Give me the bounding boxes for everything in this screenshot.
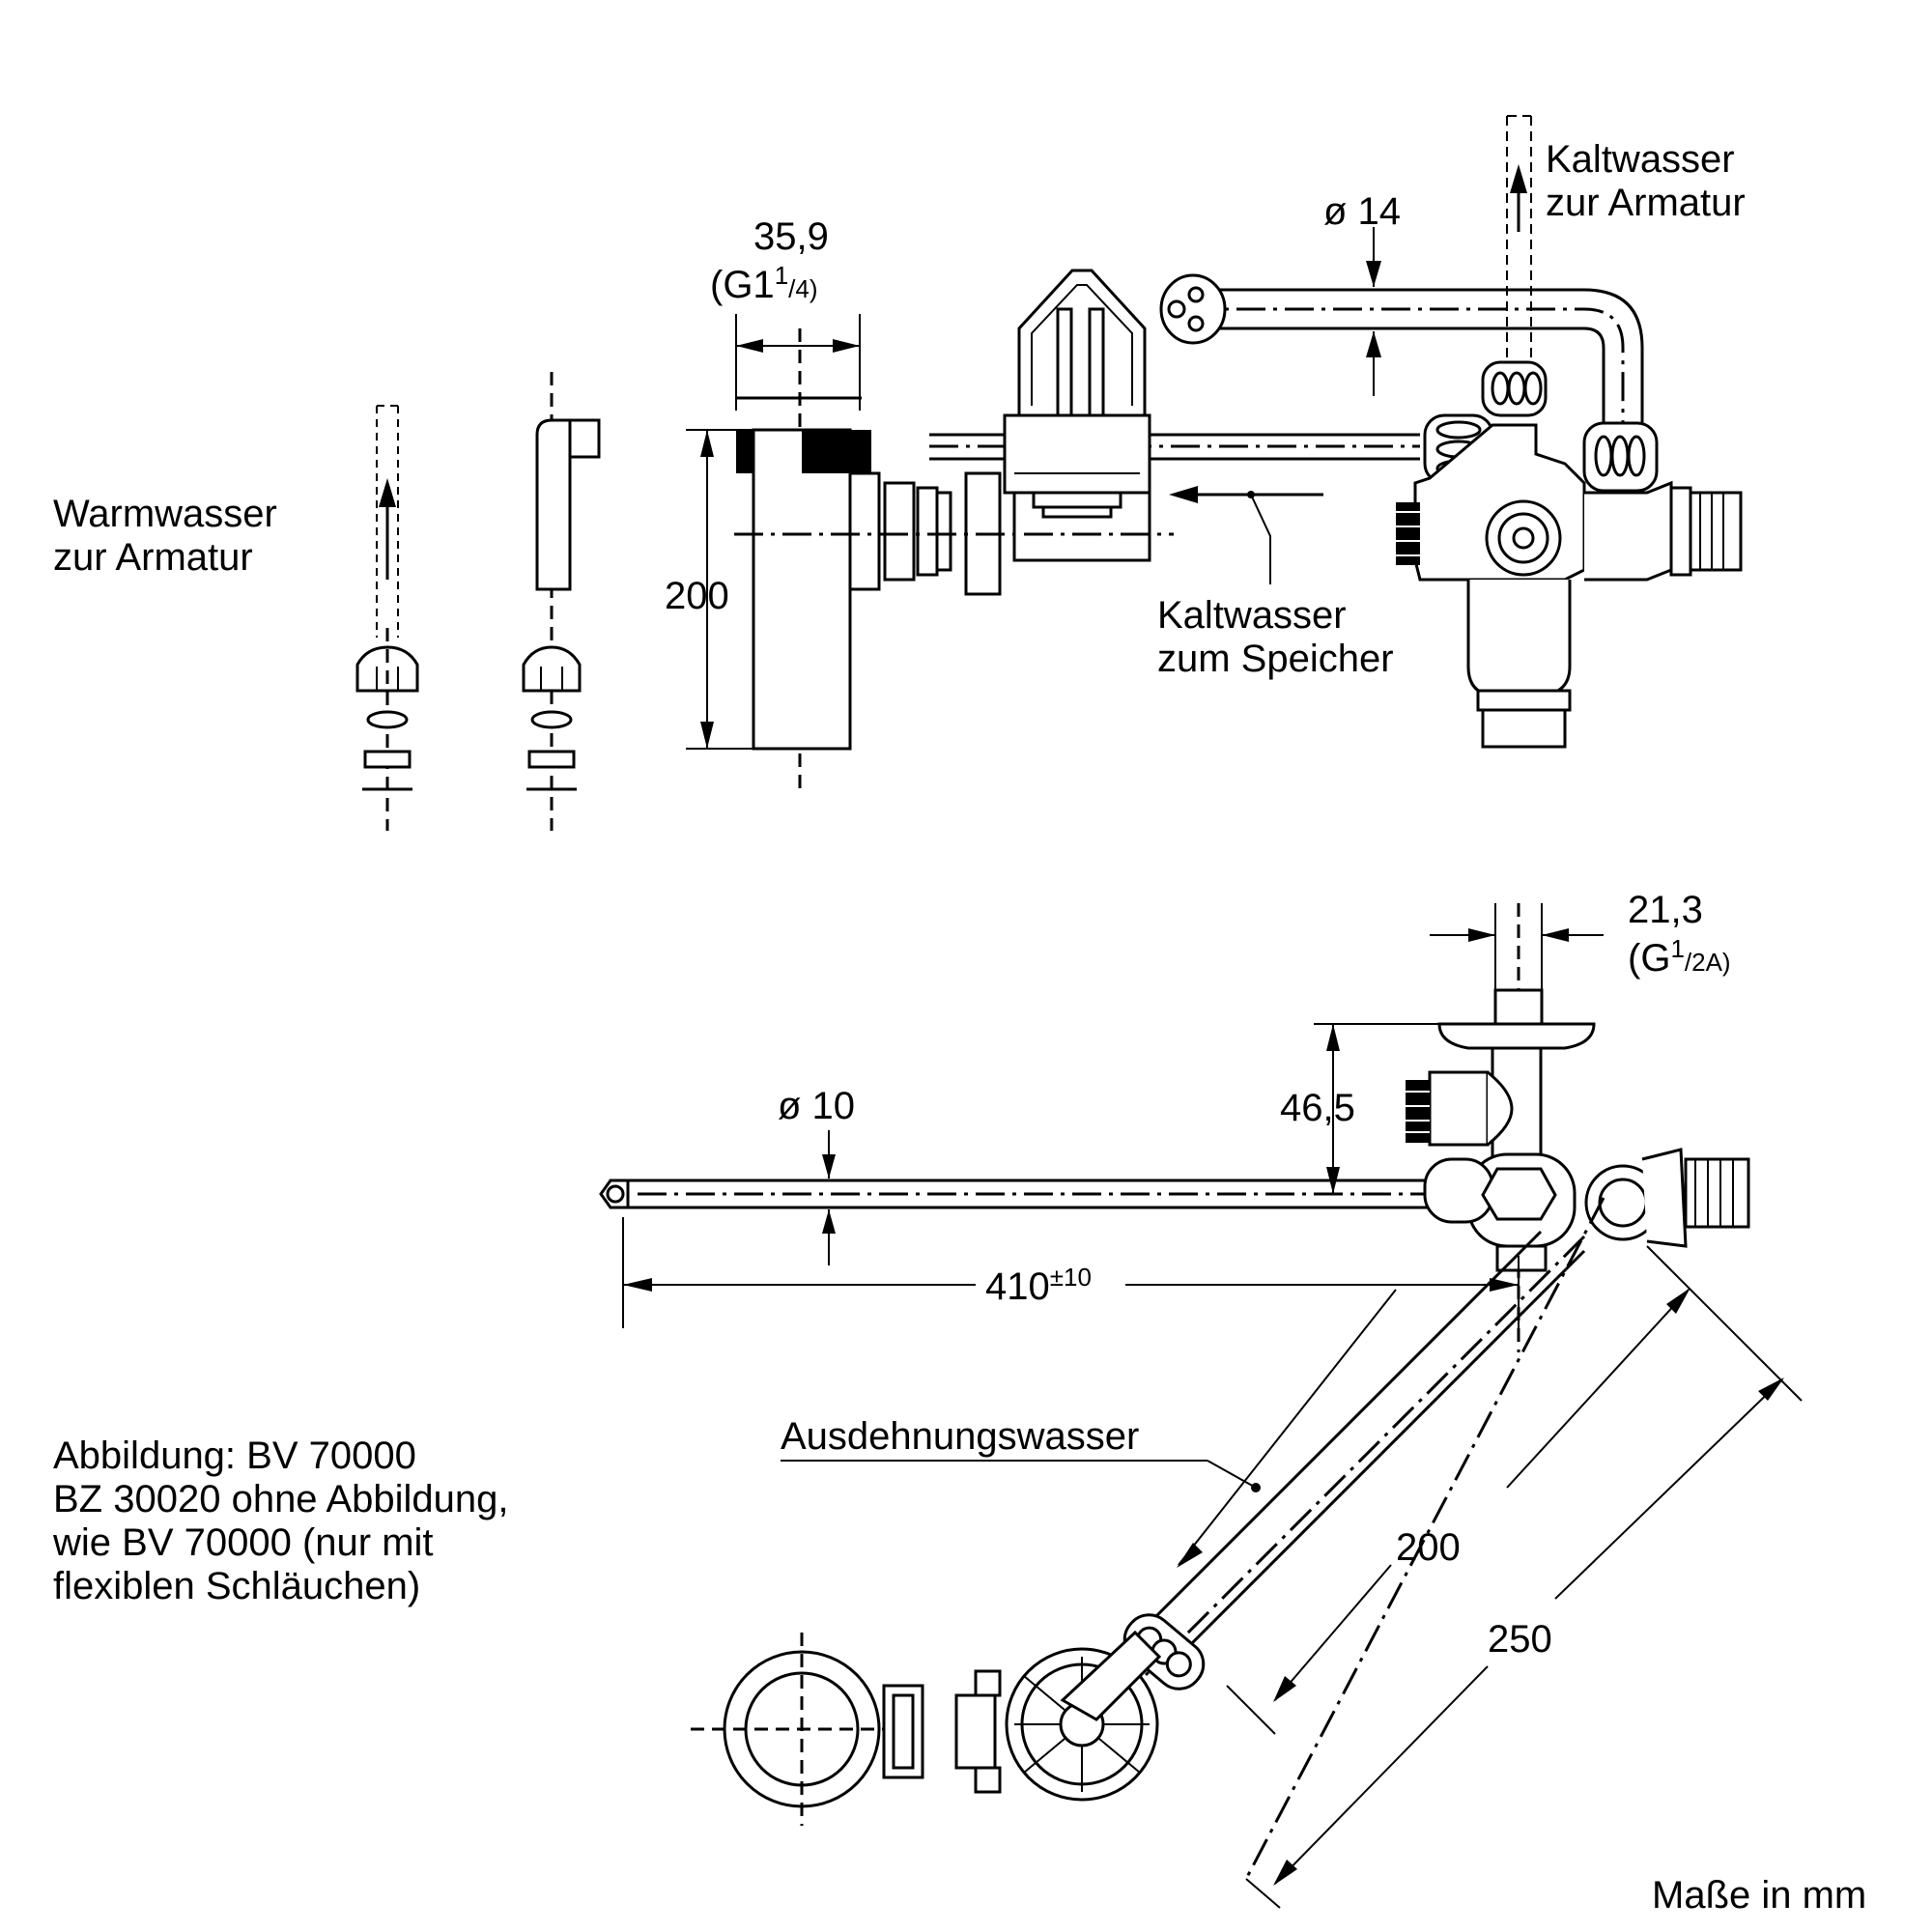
dimension-200-vertical xyxy=(686,429,753,750)
valve-lower-body xyxy=(1466,580,1572,697)
dim-label-250: 250 xyxy=(1488,1618,1552,1661)
dimension-d14 xyxy=(1366,227,1381,396)
flow-arrow-icon xyxy=(1510,164,1527,193)
dim-label-d10: ø 10 xyxy=(778,1085,855,1127)
hex-nut xyxy=(1481,1167,1557,1221)
siphon-drain xyxy=(734,328,1063,792)
note-line-2: BZ 30020 ohne Abbildung, xyxy=(53,1478,509,1520)
dimension-200-diagonal xyxy=(1226,1245,1803,1735)
seal-ring xyxy=(363,750,412,769)
union-nut xyxy=(355,645,419,693)
dim-label-21-3: 21,3 xyxy=(1628,889,1703,931)
dimension-21-3 xyxy=(1430,903,1604,956)
dim-label-g1-2a: (G1/2A) xyxy=(1628,934,1731,980)
flow-arrow-icon xyxy=(379,478,396,507)
union-nut xyxy=(522,645,582,693)
dim-label-46-5: 46,5 xyxy=(1280,1087,1355,1129)
units-label: Maße in mm xyxy=(1652,1874,1866,1917)
label-kaltwasser-speicher-1: Kaltwasser xyxy=(1157,594,1347,637)
rosette xyxy=(1437,1022,1596,1050)
label-kaltwasser-armatur-1: Kaltwasser xyxy=(1546,138,1735,181)
label-kaltwasser-armatur-2: zur Armatur xyxy=(1546,182,1746,224)
warm-water-fittings xyxy=(355,372,601,831)
dimension-35-9 xyxy=(735,314,861,411)
note-line-3: wie BV 70000 (nur mit xyxy=(52,1521,434,1564)
pipe-elbow-nut xyxy=(1159,273,1227,345)
label-ausdehnungswasser: Ausdehnungswasser xyxy=(781,1415,1139,1458)
kaltwasser-speicher-arrow xyxy=(1169,486,1323,584)
dim-label-35-9: 35,9 xyxy=(753,215,829,258)
dimension-410 xyxy=(622,1217,1520,1328)
note-line-4: flexiblen Schläuchen) xyxy=(53,1565,420,1607)
dimension-46-5 xyxy=(1314,1023,1439,1194)
bent-pipe xyxy=(535,418,572,591)
label-kaltwasser-speicher-2: zum Speicher xyxy=(1157,638,1394,680)
dimension-250-diagonal xyxy=(1245,1378,1784,1909)
dim-label-410: 410±10 xyxy=(985,1263,1092,1308)
dim-label-200-diagonal: 200 xyxy=(1396,1526,1461,1569)
wall-bracket xyxy=(1017,269,1147,417)
dim-label-d14: ø 14 xyxy=(1323,190,1401,233)
label-warmwasser-2: zur Armatur xyxy=(53,536,253,579)
assembly-plan-view xyxy=(599,903,1750,1880)
dim-label-g1-1-4: (G11/4) xyxy=(710,261,818,306)
seal-ring xyxy=(527,750,576,769)
dimension-d10 xyxy=(822,1130,836,1265)
note-line-1: Abbildung: BV 70000 xyxy=(53,1435,416,1477)
dim-label-200-vertical: 200 xyxy=(665,575,729,617)
label-warmwasser-1: Warmwasser xyxy=(53,493,277,535)
safety-valve-group xyxy=(929,115,1743,749)
valve-cap xyxy=(1689,491,1743,572)
ausdehnungswasser-leader xyxy=(781,1289,1397,1568)
